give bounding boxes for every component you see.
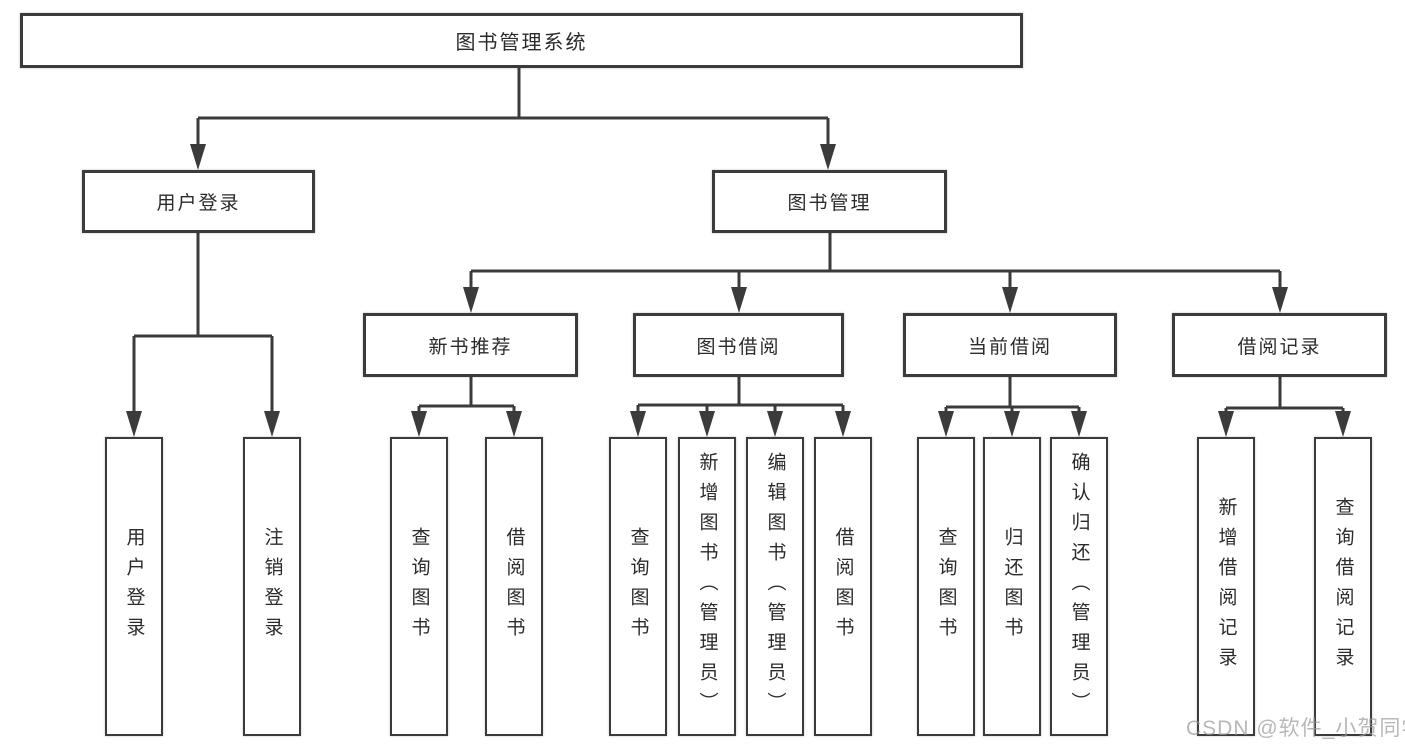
leaf-borrow-books-recommend: 借阅图书 <box>485 437 543 736</box>
leaf-query-books-borrow: 查询图书 <box>609 437 667 736</box>
node-new-book-recommendation: 新书推荐 <box>363 313 578 377</box>
leaf-user-login: 用户登录 <box>105 437 163 736</box>
leaf-confirm-return-admin: 确认归还（管理员） <box>1050 437 1108 736</box>
leaf-add-book-admin: 新增图书（管理员） <box>678 437 736 736</box>
node-book-management: 图书管理 <box>712 170 947 233</box>
leaf-edit-book-admin: 编辑图书（管理员） <box>746 437 804 736</box>
leaf-return-book: 归还图书 <box>983 437 1041 736</box>
node-borrowing-records: 借阅记录 <box>1172 313 1387 377</box>
leaf-logout: 注销登录 <box>243 437 301 736</box>
node-library-management-system: 图书管理系统 <box>20 13 1023 68</box>
node-user-login: 用户登录 <box>82 170 315 233</box>
arrowheads <box>126 144 1351 437</box>
leaf-query-books-recommend: 查询图书 <box>390 437 448 736</box>
node-book-borrowing: 图书借阅 <box>633 313 844 377</box>
leaf-query-books-current: 查询图书 <box>917 437 975 736</box>
node-current-borrowing: 当前借阅 <box>903 313 1117 377</box>
csdn-watermark: CSDN @软件_小贺同学 <box>1186 717 1405 740</box>
leaf-add-borrow-record: 新增借阅记录 <box>1197 437 1255 736</box>
leaf-query-borrow-record: 查询借阅记录 <box>1314 437 1372 736</box>
leaf-borrow-books: 借阅图书 <box>814 437 872 736</box>
